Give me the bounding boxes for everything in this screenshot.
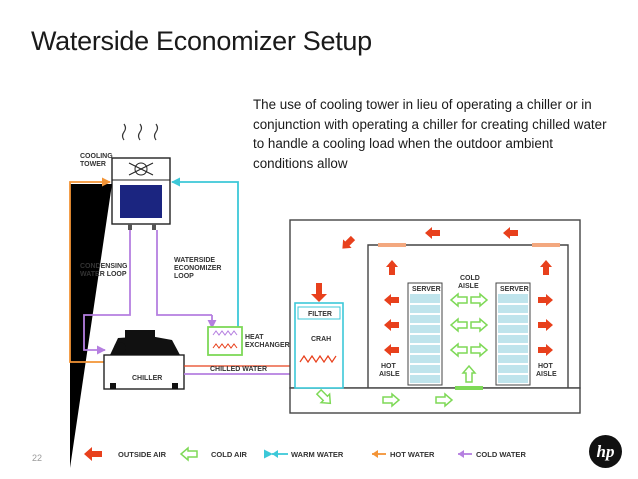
page-number: 22 [32,453,43,463]
cold-aisle-label-2: AISLE [458,283,479,290]
chiller [103,330,185,390]
legend: OUTSIDE AIR COLD AIR WARM WATER HOT WATE… [84,446,526,462]
server-rack-left [407,282,443,386]
cold-water-line-economizer [156,230,212,316]
cold-water-line-condensing [83,230,131,355]
economizer-loop-label-2: ECONOMIZER [174,265,221,272]
raised-floor [289,387,581,414]
legend-warm-water: WARM WATER [291,450,344,459]
warm-water-line [171,177,239,327]
server-rack-right [495,282,531,386]
condensing-loop-label-1: CONDENSING [80,263,128,270]
heat-exchanger-label-2: EXCHANGER [245,342,290,349]
hot-water-line [69,177,111,363]
hot-aisle-label-right-2: AISLE [536,371,557,378]
server-label-right: SERVER [500,286,529,293]
hot-aisle-label-left-2: AISLE [379,371,400,378]
crah-label: CRAH [311,336,331,343]
legend-cold-air: COLD AIR [211,450,248,459]
condensing-loop-label-2: WATER LOOP [80,271,127,278]
cooling-tower [111,123,171,230]
legend-cold-water: COLD WATER [476,450,526,459]
slide-title: Waterside Economizer Setup [31,26,372,56]
chilled-water-label: CHILLED WATER [210,366,267,373]
chiller-label: CHILLER [132,375,162,382]
hot-aisle-label-left-1: HOT [381,363,397,370]
slide-description: The use of cooling tower in lieu of oper… [253,97,607,171]
cold-aisle-label-1: COLD [460,275,480,282]
hot-aisle-label-right-1: HOT [538,363,554,370]
hp-logo: hp [589,435,622,468]
economizer-loop-label-1: WATERSIDE [174,257,215,264]
heat-exchanger [207,326,243,356]
legend-outside-air: OUTSIDE AIR [118,450,167,459]
cooling-tower-label-1: COOLING [80,153,113,160]
cooling-tower-label-2: TOWER [80,161,106,168]
legend-hot-water: HOT WATER [390,450,435,459]
heat-exchanger-label-1: HEAT [245,334,264,341]
filter-label: FILTER [308,311,332,318]
economizer-loop-label-3: LOOP [174,273,194,280]
server-label-left: SERVER [412,286,441,293]
